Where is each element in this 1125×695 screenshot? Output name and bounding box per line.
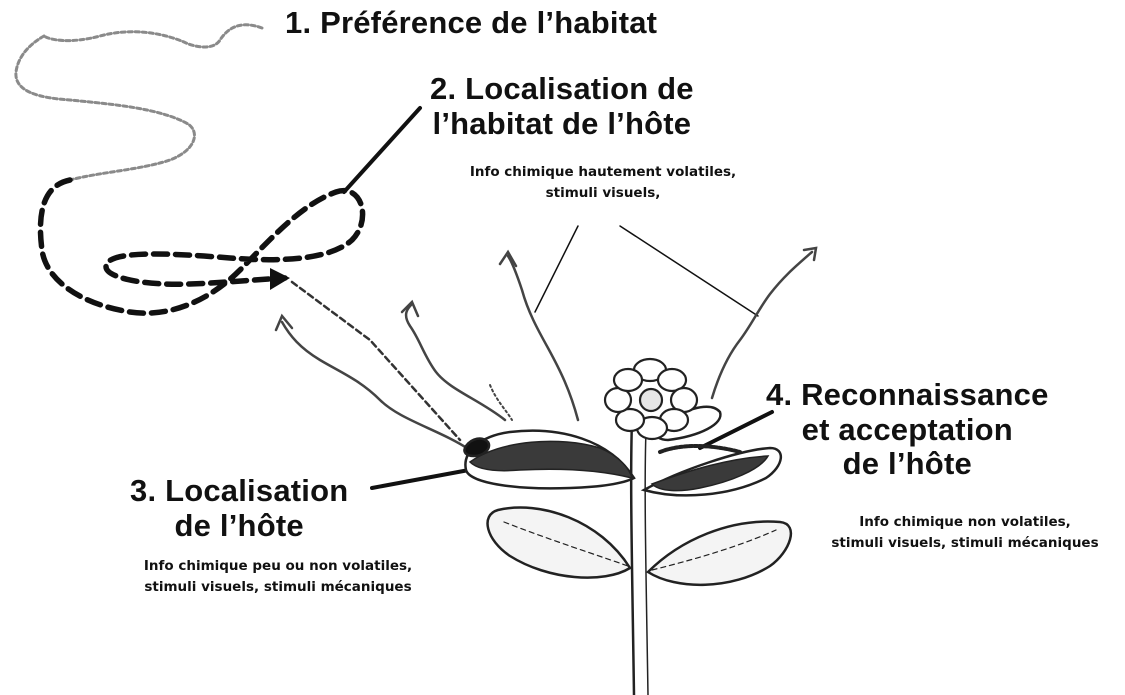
stage-4-note-line-2: stimuli visuels, stimuli mécaniques (810, 533, 1120, 554)
stage-4-number: 4. (766, 377, 792, 412)
stage-4-text-3: de l’hôte (766, 447, 1049, 482)
stage-2-note: Info chimique hautement volatiles, stimu… (448, 162, 758, 204)
connector-stage-2 (344, 108, 420, 192)
trail-dashed-loops (40, 180, 362, 313)
stage-2-text-2: l’habitat de l’hôte (430, 107, 694, 142)
stage-1-number: 1. (285, 5, 311, 40)
lower-leaf-right (648, 522, 791, 585)
stage-3-line-1: 3. Localisation (130, 474, 348, 509)
stage-1-text: Préférence de l’habitat (320, 5, 657, 40)
stage-4-line-1: 4. Reconnaissance (766, 378, 1049, 413)
trail-approach (292, 282, 460, 440)
stage-3-title: 3. Localisation de l’hôte (130, 474, 348, 543)
stage-3-text-1: Localisation (165, 473, 348, 508)
stage-3-note: Info chimique peu ou non volatiles, stim… (118, 556, 438, 598)
trail-arrowhead (270, 268, 290, 290)
stage-2-text-1: Localisation de (465, 71, 694, 106)
plume-3 (508, 256, 578, 420)
plume-1 (282, 322, 470, 450)
stage-3-note-line-2: stimuli visuels, stimuli mécaniques (118, 577, 438, 598)
stage-2-line-1: 2. Localisation de (430, 72, 694, 107)
stage-2-title: 2. Localisation de l’habitat de l’hôte (430, 72, 694, 141)
volatile-plumes (276, 248, 816, 450)
stage-1-line: 1. Préférence de l’habitat (285, 6, 657, 41)
plant-stem (631, 420, 634, 695)
stage-3-number: 3. (130, 473, 156, 508)
stage-3-note-line-1: Info chimique peu ou non volatiles, (118, 556, 438, 577)
stage-2-number: 2. (430, 71, 456, 106)
connector-stage-2-volatiles-right (620, 226, 758, 316)
insect (464, 439, 489, 456)
stage-4-text-1: Reconnaissance (801, 377, 1048, 412)
stage-2-note-line-2: stimuli visuels, (448, 183, 758, 204)
plume-5 (490, 385, 512, 420)
stage-1-title: 1. Préférence de l’habitat (285, 6, 657, 41)
flight-trail (16, 25, 460, 440)
plant-stem-inner (645, 430, 648, 695)
plume-3-arrowhead (500, 252, 516, 266)
flower (605, 359, 697, 439)
petal (614, 369, 642, 391)
stage-4-note: Info chimique non volatiles, stimuli vis… (810, 512, 1120, 554)
connector-stage-2-volatiles-left (535, 226, 578, 312)
stage-2-note-line-1: Info chimique hautement volatiles, (448, 162, 758, 183)
plume-2-arrowhead (402, 302, 418, 316)
flower-center (640, 389, 662, 411)
plume-2 (406, 304, 505, 420)
stage-4-text-2: et acceptation (766, 413, 1049, 448)
stage-3-text-2: de l’hôte (130, 509, 348, 544)
host-plant (464, 359, 790, 695)
stage-4-note-line-1: Info chimique non volatiles, (810, 512, 1120, 533)
trail-wavy-segment (16, 25, 262, 180)
stage-4-title: 4. Reconnaissance et acceptation de l’hô… (766, 378, 1049, 482)
